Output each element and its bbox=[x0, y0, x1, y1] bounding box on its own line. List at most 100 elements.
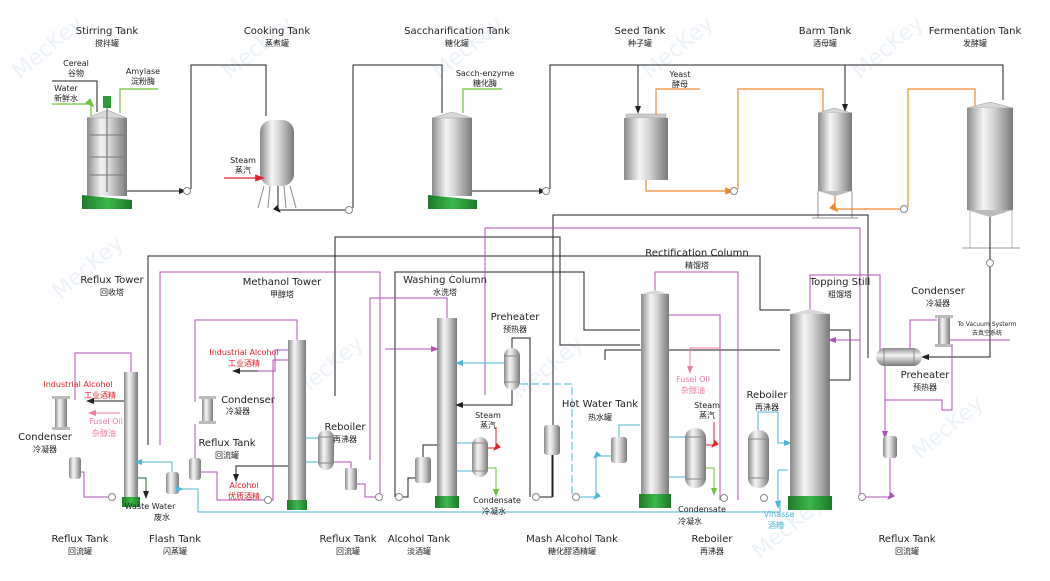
pump-icon[interactable] bbox=[720, 494, 728, 502]
condenser-left[interactable] bbox=[52, 396, 70, 430]
pump-icon[interactable] bbox=[108, 493, 116, 501]
barm-tank-label: Barm Tank bbox=[799, 26, 852, 37]
hot-water-tank[interactable] bbox=[611, 437, 627, 463]
topping-still[interactable] bbox=[788, 309, 832, 510]
methanol-return bbox=[272, 359, 288, 501]
pump-icon[interactable] bbox=[900, 205, 908, 213]
stirring-tank[interactable] bbox=[82, 96, 132, 209]
cereal-label-zh: 谷物 bbox=[68, 68, 84, 78]
vinasse-label: Vinasse bbox=[764, 510, 795, 519]
barm-to-ferm-line bbox=[829, 196, 900, 213]
steam-washing-label-zh: 蒸汽 bbox=[480, 420, 496, 430]
pump-icon[interactable] bbox=[572, 493, 580, 501]
pump-icon[interactable] bbox=[395, 493, 403, 501]
ferm-to-preheater-line bbox=[921, 267, 991, 360]
industrial-alcohol-methanol-label-zh: 工业酒精 bbox=[228, 358, 260, 368]
amylase-label: Amylase bbox=[126, 67, 160, 76]
condenser-right-label-zh: 冷凝器 bbox=[926, 298, 950, 308]
pump-to-cooking-line bbox=[190, 64, 267, 189]
flash-tank[interactable] bbox=[166, 472, 179, 494]
stirring-tank-label: Stirring Tank bbox=[76, 26, 139, 37]
reflux-tank-2[interactable] bbox=[345, 468, 357, 490]
bottom-alcohol-tank-label: Alcohol Tank bbox=[388, 534, 451, 545]
preheater-mid-out bbox=[455, 390, 513, 408]
reflux-tank-1[interactable] bbox=[69, 457, 81, 479]
reboiler-rect[interactable] bbox=[685, 428, 706, 488]
condensate-rect-label-zh: 冷凝水 bbox=[678, 516, 702, 526]
pump-icon[interactable] bbox=[183, 187, 191, 195]
yeast-label-zh: 酵母 bbox=[672, 80, 688, 89]
preheater-right[interactable] bbox=[876, 348, 922, 366]
alcohol-tank[interactable] bbox=[415, 457, 431, 483]
reflux-methanol-out bbox=[201, 471, 264, 501]
washing-column[interactable] bbox=[435, 318, 459, 508]
pump-icon[interactable] bbox=[542, 187, 550, 195]
stirring-tank-label-zh: 搅拌罐 bbox=[95, 38, 119, 48]
methanol-tower-label: Methanol Tower bbox=[243, 277, 322, 288]
preheater-right-loop bbox=[884, 346, 953, 411]
methanol-tower[interactable] bbox=[287, 340, 307, 510]
condenser-left-label: Condenser bbox=[18, 432, 73, 443]
pump-icon[interactable] bbox=[532, 493, 540, 501]
bottom-reflux-tank-3-label-zh: 回流罐 bbox=[895, 546, 919, 556]
reflux-tank-methanol[interactable] bbox=[189, 458, 201, 480]
reboiler-methanol-label: Reboiler bbox=[325, 422, 367, 433]
steam-label: Steam bbox=[230, 156, 256, 165]
condenser-methanol[interactable] bbox=[199, 396, 216, 424]
preheater-right-label-zh: 预热器 bbox=[913, 382, 937, 392]
pump-icon[interactable] bbox=[375, 493, 383, 501]
fermentation-tank[interactable] bbox=[962, 101, 1020, 249]
preheater-right-label: Preheater bbox=[901, 370, 951, 381]
fusel-oil-right-line bbox=[687, 347, 720, 374]
pump-icon[interactable] bbox=[730, 187, 738, 195]
condenser-right-label: Condenser bbox=[911, 286, 966, 297]
reflux-tower[interactable] bbox=[122, 372, 140, 507]
pump-icon[interactable] bbox=[858, 493, 866, 501]
cooking-tank[interactable] bbox=[257, 120, 297, 209]
alcohol-tank-line bbox=[422, 444, 437, 457]
barm-tank[interactable] bbox=[812, 107, 858, 219]
fusel-oil-left-label: Fusel Oil bbox=[89, 417, 123, 426]
fermentation-tank-label-zh: 发酵罐 bbox=[963, 38, 987, 48]
waste-water-label-zh: 废水 bbox=[154, 512, 170, 522]
topping-still-label-zh: 粗馏塔 bbox=[828, 289, 852, 299]
bottom-reflux-tank-2-label: Reflux Tank bbox=[319, 534, 376, 545]
topping-still-label: Topping Still bbox=[809, 277, 870, 288]
bottom-mash-alcohol-tank-label-zh: 糖化醪酒精罐 bbox=[548, 546, 596, 556]
fusel-oil-right-label-zh: 杂醇油 bbox=[681, 385, 705, 395]
vinasse-label-zh: 酒糟 bbox=[768, 520, 784, 530]
reflux-tank-methanol-label-zh: 回流罐 bbox=[215, 450, 239, 460]
seed-tank-label: Seed Tank bbox=[615, 26, 666, 37]
condensate-washing-label-zh: 冷凝水 bbox=[482, 506, 506, 516]
preheater-mid[interactable] bbox=[504, 348, 520, 390]
saccharification-tank[interactable] bbox=[428, 111, 477, 209]
condensate-rect-line bbox=[706, 467, 717, 496]
pump-icon[interactable] bbox=[345, 206, 353, 214]
reflux-tank-3[interactable] bbox=[883, 436, 897, 458]
process-lines bbox=[147, 214, 869, 500]
pump-icon[interactable] bbox=[986, 259, 994, 267]
reflux-tank-2-line bbox=[334, 461, 352, 468]
mash-alcohol-tank[interactable] bbox=[544, 425, 560, 455]
reboiler-topping[interactable] bbox=[748, 430, 769, 488]
waste-water-line bbox=[138, 477, 149, 499]
reboiler-methanol[interactable] bbox=[318, 430, 334, 470]
preheater-mid-label-zh: 预热器 bbox=[503, 324, 527, 334]
pump-icon[interactable] bbox=[264, 496, 272, 504]
rectification-column-label-zh: 精馏塔 bbox=[685, 260, 709, 270]
reboiler-washing[interactable] bbox=[472, 437, 488, 477]
hot-water-tank-label: Hot Water Tank bbox=[562, 399, 638, 410]
seed-tank[interactable] bbox=[624, 113, 668, 180]
flash-to-tower bbox=[134, 459, 173, 472]
pump-icon[interactable] bbox=[760, 494, 768, 502]
reflux-tank-methanol-label: Reflux Tank bbox=[198, 438, 255, 449]
topping-vapor bbox=[809, 274, 881, 350]
rectification-column[interactable] bbox=[639, 290, 671, 508]
sacch-enzyme-line bbox=[462, 88, 502, 113]
alcohol-tank-out bbox=[403, 477, 415, 498]
condenser-right[interactable] bbox=[935, 315, 953, 347]
industrial-alcohol-left-label: Industrial Alcohol bbox=[43, 380, 112, 389]
fusel-oil-right-label: Fusel Oil bbox=[676, 375, 710, 384]
water-line bbox=[52, 98, 95, 116]
watermark: MecKey bbox=[908, 391, 989, 464]
